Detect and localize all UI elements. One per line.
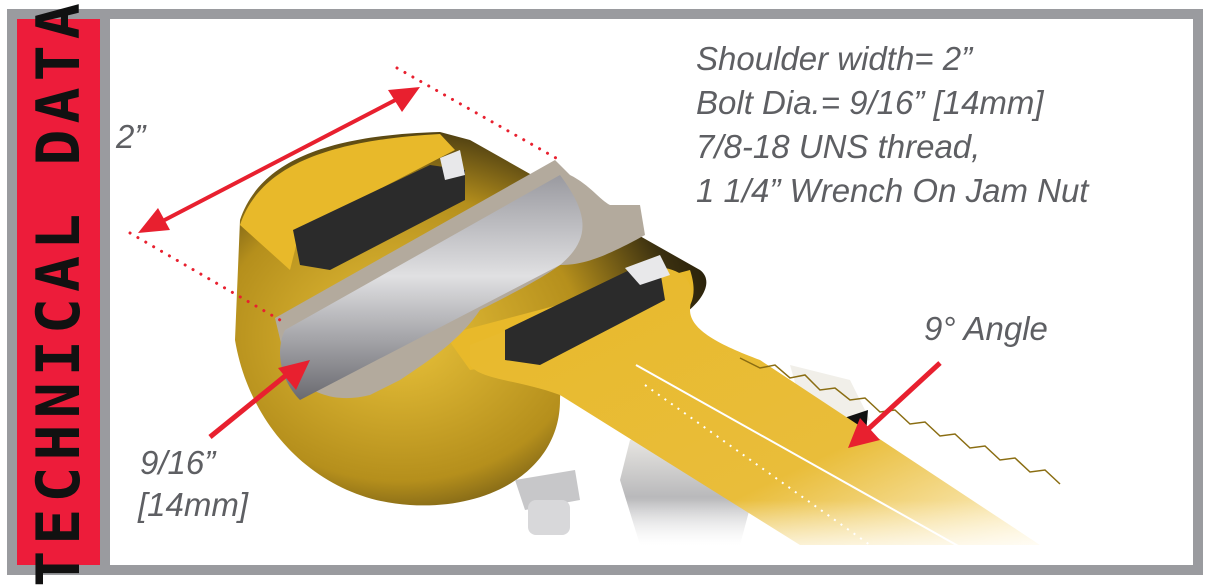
- spec-shoulder-width: Shoulder width= 2”: [696, 40, 973, 77]
- shoulder-width-arrow: [138, 87, 420, 233]
- spec-list: Shoulder width= 2” Bolt Dia.= 9/16” [14m…: [696, 37, 1088, 213]
- spec-thread: 7/8-18 UNS thread,: [696, 128, 981, 165]
- ball: [275, 160, 645, 400]
- bolt-dia-arrow: [208, 360, 310, 439]
- spec-wrench: 1 1/4” Wrench On Jam Nut: [696, 172, 1089, 209]
- title-band: [17, 19, 100, 565]
- grease-fitting: [515, 470, 580, 535]
- rod-end-illustration: [128, 66, 1100, 565]
- bolt-dia-fraction-label: 9/16”: [140, 444, 216, 481]
- race-liner: [293, 150, 670, 365]
- dimension-extension-lines: [128, 66, 565, 322]
- side-title: TECHNICAL DATA: [17, 0, 100, 587]
- angle-arrow: [848, 361, 942, 448]
- illustration-panel: Shoulder width= 2” Bolt Dia.= 9/16” [14m…: [110, 19, 1193, 565]
- side-title-text: TECHNICAL DATA: [23, 0, 94, 587]
- bolt-dia-metric-label: [14mm]: [138, 486, 249, 523]
- shoulder-width-label: 2”: [116, 118, 146, 155]
- angle-label: 9° Angle: [924, 310, 1048, 347]
- spec-bolt-dia: Bolt Dia.= 9/16” [14mm]: [696, 84, 1044, 121]
